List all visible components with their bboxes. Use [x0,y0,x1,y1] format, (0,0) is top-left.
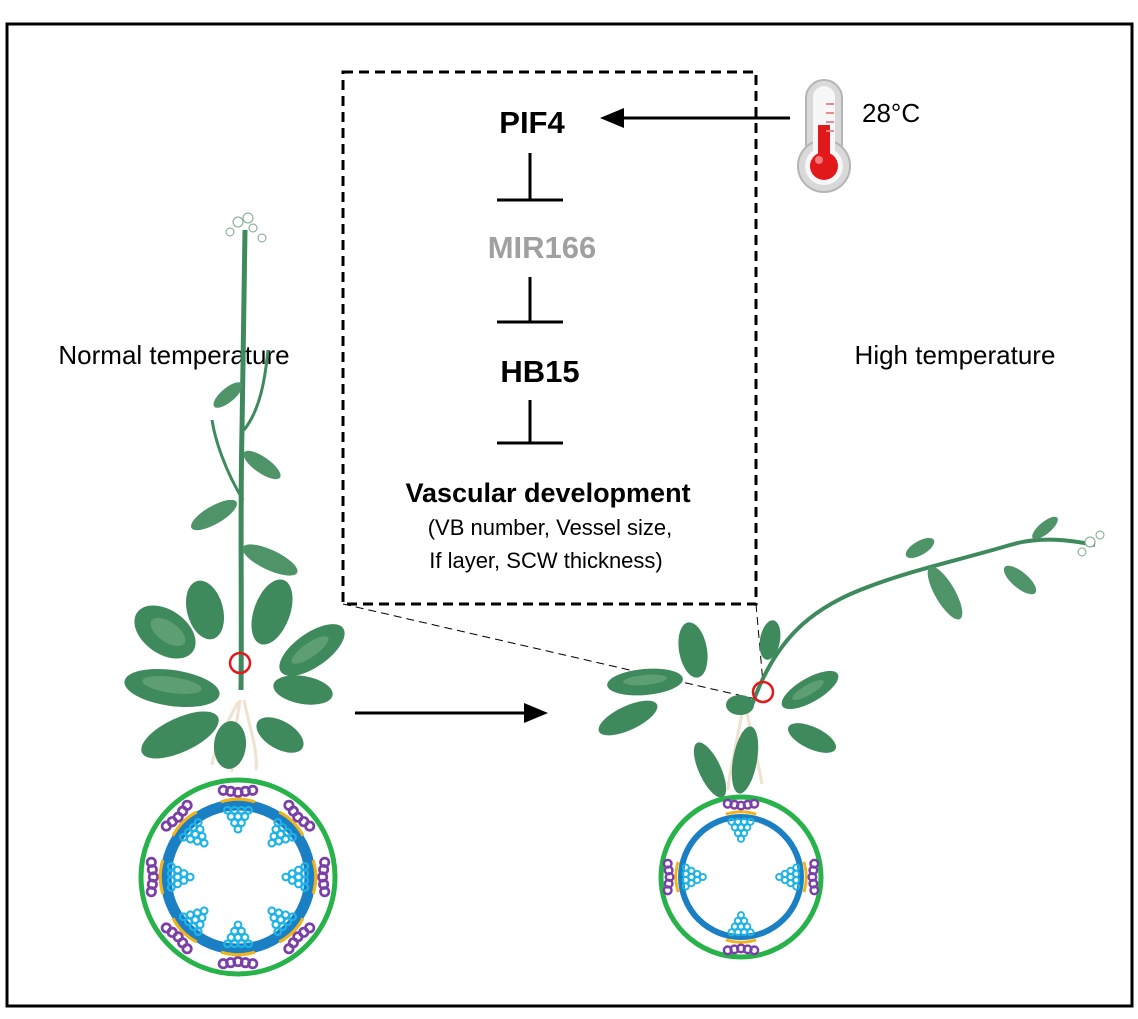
vascular-bundle-high-2 [775,858,820,896]
vascular-bundle-high-3 [722,911,760,956]
vascular-bundle-high-4 [662,858,707,896]
arrow-normal-to-high [355,703,548,723]
node-pif4: PIF4 [499,105,565,140]
arrow-temperature-to-pif4 [600,108,790,128]
node-hb15: HB15 [500,354,579,389]
normal-temperature-label: Normal temperature [58,340,289,370]
zoom-line-right [755,603,764,684]
vascular-bundle-normal-6 [160,906,209,955]
vascular-detail-line1: (VB number, Vessel size, [428,515,673,540]
inhibition-mir166-hb15 [497,277,563,324]
stem-ring-normal [160,799,316,955]
vascular-bundle-normal-3 [281,856,331,898]
temperature-label: 28°C [862,98,920,128]
high-temperature-label: High temperature [855,340,1056,370]
inhibition-hb15-vascular [497,400,563,445]
cross-section-normal [138,777,338,977]
vascular-bundle-normal-4 [267,906,316,955]
plant-normal-temperature [124,212,345,773]
vascular-bundle-normal-2 [267,799,316,848]
thermometer-icon [797,79,851,193]
inhibition-pif4-mir166 [497,153,563,202]
node-mir166: MIR166 [488,230,597,265]
epidermis-ring-normal [138,777,338,977]
zoom-line-left [342,603,761,701]
plant-high-temperature [598,516,1105,798]
vascular-detail-line2: If layer, SCW thickness) [429,548,663,573]
figure-frame [5,22,1134,1008]
vascular-bundle-normal-1 [217,784,259,834]
vascular-development-title: Vascular development [405,478,690,508]
vascular-bundle-high-1 [722,798,760,843]
highlight-circle-normal [228,651,252,675]
vascular-bundle-normal-7 [145,856,195,898]
stem-ring-high [678,814,804,940]
epidermis-ring-high [658,794,824,960]
pathway-box [341,70,758,606]
vascular-bundle-normal-5 [217,920,259,970]
vascular-bundle-normal-8 [160,799,209,848]
cross-section-high [658,794,824,960]
highlight-circle-high [751,680,775,704]
